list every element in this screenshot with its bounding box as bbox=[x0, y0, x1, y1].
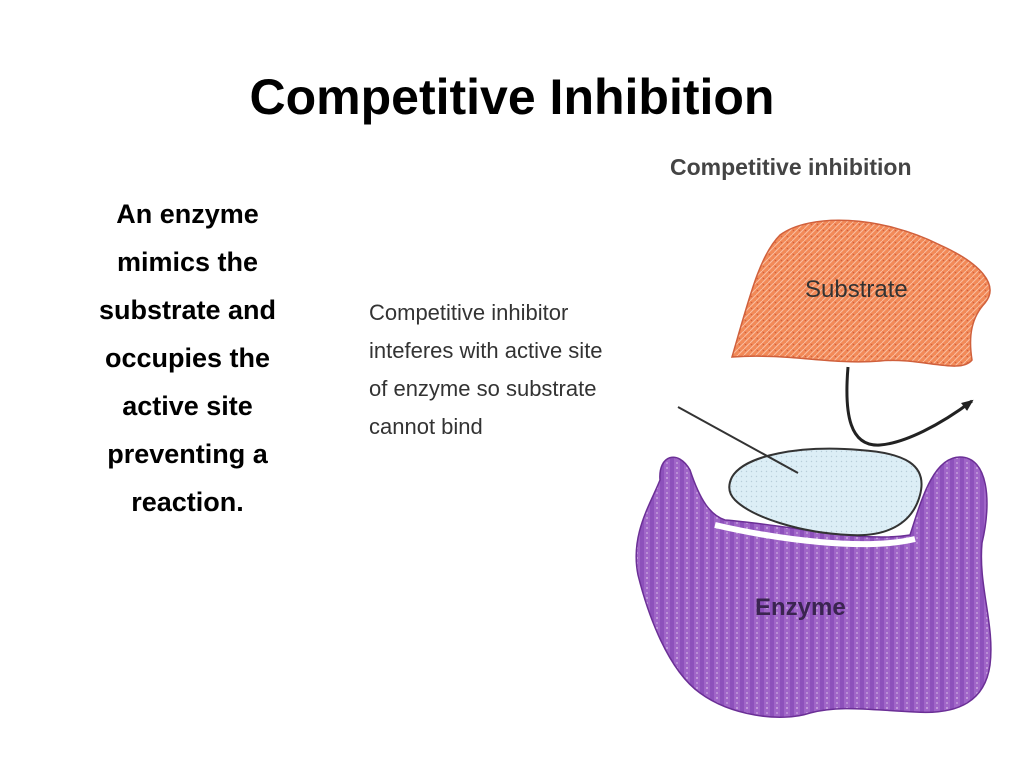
slide-title: Competitive Inhibition bbox=[249, 69, 775, 125]
caption-line: cannot bind bbox=[369, 414, 483, 439]
figure-title: Competitive inhibition bbox=[670, 154, 912, 180]
caption-line: Competitive inhibitor bbox=[369, 300, 568, 325]
body-text: An enzyme mimics the substrate and occup… bbox=[60, 190, 315, 526]
body-line: mimics the bbox=[116, 247, 259, 277]
caption-line: of enzyme so substrate bbox=[369, 376, 596, 401]
figure-canvas: Competitive inhibition Competitive inhib… bbox=[369, 154, 992, 718]
body-line: An enzyme bbox=[116, 199, 259, 229]
substrate-label: Substrate bbox=[805, 276, 908, 303]
body-line: substrate and bbox=[98, 295, 277, 325]
substrate-shape bbox=[730, 219, 991, 367]
caption-line: inteferes with active site bbox=[369, 338, 603, 363]
inhibitor-caption: Competitive inhibitor inteferes with act… bbox=[369, 300, 609, 439]
active-site-rim bbox=[714, 522, 916, 548]
body-line: active site bbox=[122, 391, 253, 421]
deflection-arrow bbox=[845, 366, 974, 447]
pointer-line bbox=[677, 406, 799, 474]
enzyme-shape bbox=[635, 456, 992, 718]
body-line: occupies the bbox=[104, 343, 271, 373]
body-line: reaction. bbox=[131, 487, 244, 517]
enzyme-label: Enzyme bbox=[755, 594, 846, 621]
body-line: preventing a bbox=[107, 439, 268, 469]
competitive-inhibition-figure: Competitive inhibition Competitive inhib… bbox=[360, 145, 1010, 735]
inhibitor-shape bbox=[728, 447, 923, 537]
